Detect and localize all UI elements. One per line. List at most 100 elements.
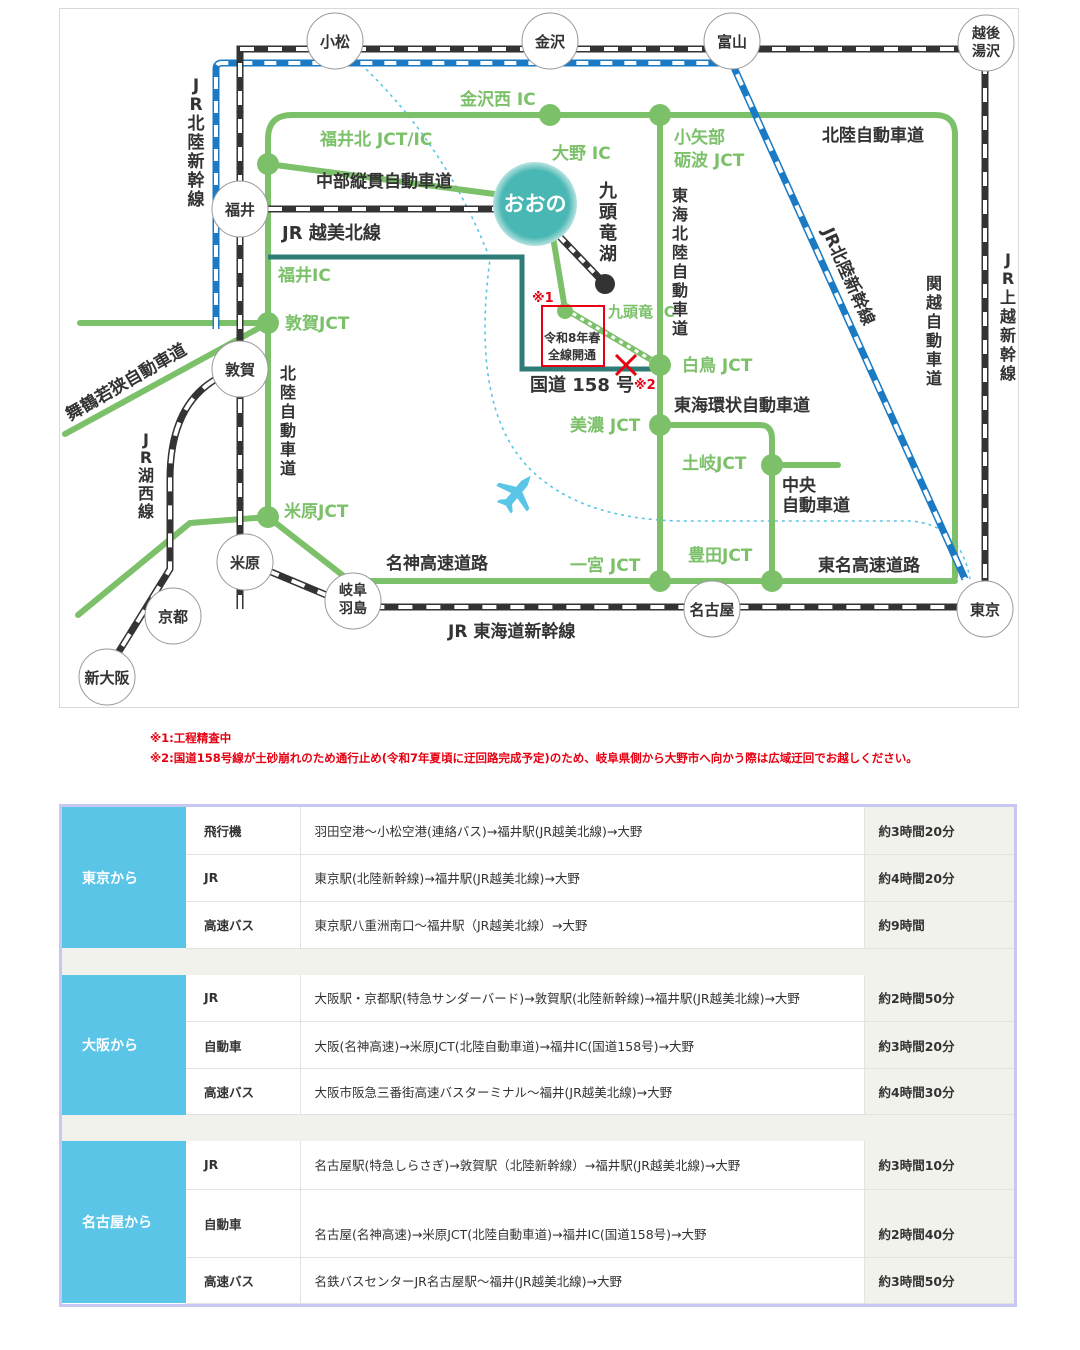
label-toyota-jct: 豊田JCT — [688, 545, 753, 566]
station-tsuruga[interactable]: 敦賀 — [211, 340, 269, 398]
time-cell: 約9時間 — [864, 901, 1014, 949]
route-cell: 東京駅八重洲南口〜福井駅（JR越美北線）→大野 — [300, 901, 865, 949]
route-cell: 名古屋(名神高速)→米原JCT(北陸自動車道)→福井IC(国道158号)→大野 — [300, 1189, 865, 1258]
station-toyama[interactable]: 富山 — [703, 12, 761, 70]
label-maizuru-wakasa: 舞鶴若狭自動車道 — [62, 339, 190, 425]
mode-cell: 飛行機 — [186, 807, 301, 855]
label-hokuriku-expressway: 北陸自動車道 — [822, 125, 924, 146]
label-maibara-jct: 米原JCT — [284, 501, 349, 522]
station-nagoya[interactable]: 名古屋 — [683, 580, 741, 638]
station-kyoto[interactable]: 京都 — [144, 587, 202, 645]
table-row: 高速バス大阪市阪急三番街高速バスターミナル〜福井(JR越美北線)→大野約4時間3… — [62, 1068, 1014, 1115]
label-oyabe-1: 小矢部 — [674, 127, 725, 148]
vlabel-tokai_hokuriku: 東海北陸自動車道 — [672, 186, 688, 338]
note-1: ※1:工程精査中 — [150, 731, 232, 745]
label-chuo-2: 自動車道 — [782, 495, 850, 516]
station-tokyo[interactable]: 東京 — [956, 580, 1014, 638]
airplane-icon — [496, 475, 531, 514]
label-tsuruga-jct: 敦賀JCT — [285, 313, 350, 334]
route-cell: 東京駅(北陸新幹線)→福井駅(JR越美北線)→大野 — [300, 854, 865, 902]
mark2: ※2 — [634, 378, 656, 393]
label-jr-tokaido: JR 東海道新幹線 — [447, 621, 575, 642]
time-cell: 約4時間20分 — [864, 854, 1014, 902]
group-spacer — [62, 948, 1014, 975]
mode-cell: 高速バス — [186, 1068, 301, 1115]
route-cell: 大阪市阪急三番街高速バスターミナル〜福井(JR越美北線)→大野 — [300, 1068, 865, 1115]
svg-text:敦賀: 敦賀 — [225, 361, 255, 379]
table-row: 自動車大阪(名神高速)→米原JCT(北陸自動車道)→福井IC(国道158号)→大… — [62, 1021, 1014, 1069]
rail-lines — [102, 45, 989, 676]
access-map: おおの 小松 金沢 富山 越後湯沢 福井 敦賀 米原 京都 新大阪 岐阜羽島 名… — [59, 8, 1019, 708]
table-row: 高速バス名鉄バスセンターJR名古屋駅〜福井(JR越美北線)→大野約3時間50分 — [62, 1257, 1014, 1304]
svg-text:岐阜: 岐阜 — [339, 582, 367, 599]
route-cell: 大阪(名神高速)→米原JCT(北陸自動車道)→福井IC(国道158号)→大野 — [300, 1021, 865, 1069]
label-toki-jct: 土岐JCT — [682, 453, 747, 474]
svg-text:東京: 東京 — [970, 601, 1000, 619]
svg-text:福井: 福井 — [224, 201, 255, 219]
origin-cell: 大阪から — [62, 974, 186, 1115]
flight-route — [334, 40, 971, 580]
mark1: ※1 — [532, 291, 554, 306]
station-kanazawa[interactable]: 金沢 — [521, 12, 579, 70]
ono-circle — [493, 162, 577, 246]
station-ono: おおの — [504, 192, 567, 216]
station-maibara[interactable]: 米原 — [216, 533, 274, 591]
time-cell: 約2時間50分 — [864, 974, 1014, 1022]
junction-dots — [257, 104, 783, 592]
label-tomei: 東名高速道路 — [818, 555, 921, 576]
label-jr-etsumihoku: JR 越美北線 — [280, 222, 381, 244]
hokuriku-shinkansen — [212, 59, 969, 581]
opening-box — [541, 305, 605, 367]
route-cell: 大阪駅・京都駅(特急サンダーバード)→敦賀駅(北陸新幹線)→福井駅(JR越美北線… — [300, 974, 865, 1022]
station-komatsu[interactable]: 小松 — [306, 12, 364, 70]
route-cell: 名古屋駅(特急しらさぎ)→敦賀駅（北陸新幹線）→福井駅(JR越美北線)→大野 — [300, 1141, 865, 1190]
label-route158: 国道 158 号 — [530, 374, 634, 396]
svg-text:名古屋: 名古屋 — [689, 601, 734, 619]
route-cell: 名鉄バスセンターJR名古屋駅〜福井(JR越美北線)→大野 — [300, 1257, 865, 1304]
access-table-grid: 東京から飛行機羽田空港〜小松空港(連絡バス)→福井駅(JR越美北線)→大野約3時… — [62, 807, 1014, 1304]
time-cell: 約3時間20分 — [864, 807, 1014, 855]
station-shinosaka[interactable]: 新大阪 — [78, 648, 136, 706]
table-row: 自動車名古屋(名神高速)→米原JCT(北陸自動車道)→福井IC(国道158号)→… — [62, 1189, 1014, 1258]
mode-cell: JR — [186, 974, 301, 1022]
svg-text:小松: 小松 — [320, 33, 350, 51]
closure-x-icon — [614, 353, 638, 377]
kuzuryu-unopened — [564, 307, 661, 367]
vlabel-hokuriku_expressway_vertical: 北陸自動車道 — [280, 364, 296, 478]
label-fukui-kita-jct: 福井北 JCT/IC — [319, 129, 432, 150]
svg-text:京都: 京都 — [158, 608, 188, 626]
label-mino-jct: 美濃 JCT — [570, 415, 641, 436]
label-ichinomiya-jct: 一宮 JCT — [570, 555, 641, 576]
vlabel-kuzuryu_lake: 九頭竜湖 — [598, 181, 618, 265]
notes: ※1:工程精査中 ※2:国道158号線が土砂崩れのため通行止め(令和7年夏頃に迂… — [150, 728, 918, 768]
time-cell: 約2時間40分 — [864, 1189, 1014, 1258]
route-cell: 羽田空港〜小松空港(連絡バス)→福井駅(JR越美北線)→大野 — [300, 807, 865, 855]
time-cell: 約3時間10分 — [864, 1141, 1014, 1190]
svg-text:金沢: 金沢 — [534, 33, 566, 51]
echigo-line1: 越後 — [971, 25, 1001, 42]
label-kanazawa-nishi-ic: 金沢西 IC — [459, 89, 536, 110]
svg-text:富山: 富山 — [717, 33, 747, 51]
svg-text:羽島: 羽島 — [339, 600, 367, 617]
table-row: 高速バス東京駅八重洲南口〜福井駅（JR越美北線）→大野約9時間 — [62, 901, 1014, 949]
svg-text:米原: 米原 — [230, 554, 260, 572]
station-fukui[interactable]: 福井 — [211, 180, 269, 238]
mode-cell: 高速バス — [186, 901, 301, 949]
group-spacer — [62, 1114, 1014, 1141]
label-tokai-kanjo: 東海環状自動車道 — [674, 395, 810, 416]
mode-cell: JR — [186, 1141, 301, 1190]
vlabel-kanetsu: 関越自動車道 — [925, 274, 943, 388]
opening-line1: 令和8年春 — [543, 330, 601, 345]
origin-cell: 名古屋から — [62, 1141, 186, 1303]
label-chubu-jukan: 中部縦貫自動車道 — [316, 171, 452, 192]
mode-cell: 自動車 — [186, 1189, 301, 1258]
label-oyabe-2: 砺波 JCT — [674, 150, 745, 171]
time-cell: 約4時間30分 — [864, 1068, 1014, 1115]
